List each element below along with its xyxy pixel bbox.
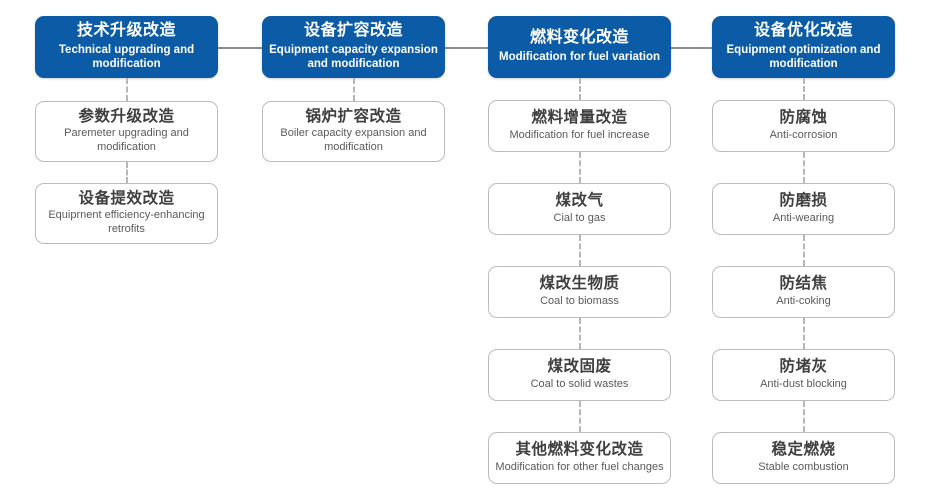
node-title-en: Equiprnent efficiency-enhancing retrofit… <box>48 209 205 236</box>
header-title-cn: 设备优化改造 <box>753 22 853 40</box>
node-boiler-capacity-expansion[interactable]: 锅炉扩容改造 Boiler capacity expansion and mod… <box>262 101 445 162</box>
header-title-en: Equipment capacity expansion and modific… <box>269 43 438 71</box>
header-box-technical-upgrading[interactable]: 技术升级改造 Technical upgrading and modificat… <box>35 16 218 78</box>
node-title-cn: 锅炉扩容改造 <box>305 108 402 126</box>
node-title-cn: 防堵灰 <box>779 358 828 376</box>
node-anti-wearing[interactable]: 防磨损 Anti-wearing <box>712 183 895 235</box>
node-anti-dust-blocking[interactable]: 防堵灰 Anti-dust blocking <box>712 349 895 401</box>
node-title-en: Coal to biomass <box>540 294 619 307</box>
node-title-cn: 稳定燃烧 <box>771 441 836 459</box>
connector-col1-child1-to-child2 <box>126 162 128 183</box>
header-title-cn: 燃料变化改造 <box>529 29 629 47</box>
node-title-en: Stable combustion <box>758 460 849 473</box>
header-title-cn: 设备扩容改造 <box>303 22 403 40</box>
connector-col4-child4-to-child5 <box>803 401 805 432</box>
node-title-en: Cial to gas <box>553 211 606 224</box>
node-title-cn: 防结焦 <box>779 275 828 293</box>
header-title-en: Modification for fuel variation <box>498 51 660 64</box>
connector-col4-child2-to-child3 <box>803 235 805 266</box>
node-title-en: Anti-coking <box>776 294 831 307</box>
connector-col1-head-to-child1 <box>126 78 128 101</box>
node-title-cn: 燃料增量改造 <box>531 109 628 127</box>
node-coal-to-biomass[interactable]: 煤改生物质 Coal to biomass <box>488 266 671 318</box>
connector-col4-head-to-child1 <box>803 78 805 100</box>
connector-col3-child2-to-child3 <box>579 235 581 266</box>
connector-header-1-to-2 <box>218 47 263 49</box>
node-title-cn: 煤改固废 <box>547 358 612 376</box>
header-box-fuel-variation[interactable]: 燃料变化改造 Modification for fuel variation <box>488 16 671 78</box>
header-box-equipment-optimization[interactable]: 设备优化改造 Equipment optimization and modifi… <box>712 16 895 78</box>
node-title-en: Anti-dust blocking <box>760 377 847 390</box>
node-title-en: Coal to solid wastes <box>530 377 629 390</box>
connector-header-3-to-4 <box>670 47 714 49</box>
node-title-cn: 煤改生物质 <box>539 275 620 293</box>
connector-col3-child3-to-child4 <box>579 318 581 349</box>
connector-header-2-to-3 <box>445 47 490 49</box>
node-title-cn: 其他燃料变化改造 <box>515 441 644 459</box>
node-title-en: Modification for fuel increase <box>509 128 650 141</box>
node-title-cn: 参数升级改造 <box>78 108 175 126</box>
connector-col3-child1-to-child2 <box>579 152 581 183</box>
node-anti-corrosion[interactable]: 防腐蚀 Anti-corrosion <box>712 100 895 152</box>
connector-col4-child1-to-child2 <box>803 152 805 183</box>
node-title-cn: 设备提效改造 <box>78 190 175 208</box>
header-box-equipment-capacity-expansion[interactable]: 设备扩容改造 Equipment capacity expansion and … <box>262 16 445 78</box>
node-title-en: Anti-wearing <box>772 211 835 224</box>
node-title-cn: 煤改气 <box>555 192 604 210</box>
node-title-en: Boiler capacity expansion and modificati… <box>280 127 427 154</box>
node-title-cn: 防腐蚀 <box>779 109 828 127</box>
connector-col3-child4-to-child5 <box>579 401 581 432</box>
node-anti-coking[interactable]: 防结焦 Anti-coking <box>712 266 895 318</box>
node-fuel-increase[interactable]: 燃料增量改造 Modification for fuel increase <box>488 100 671 152</box>
header-title-en: Technical upgrading and modification <box>58 43 195 71</box>
node-coal-to-gas[interactable]: 煤改气 Cial to gas <box>488 183 671 235</box>
node-coal-to-solid-wastes[interactable]: 煤改固废 Coal to solid wastes <box>488 349 671 401</box>
node-other-fuel-changes[interactable]: 其他燃料变化改造 Modification for other fuel cha… <box>488 432 671 484</box>
node-title-cn: 防磨损 <box>779 192 828 210</box>
node-title-en: Anti-corrosion <box>769 128 838 141</box>
connector-col2-head-to-child1 <box>353 78 355 101</box>
node-stable-combustion[interactable]: 稳定燃烧 Stable combustion <box>712 432 895 484</box>
connector-col3-head-to-child1 <box>579 78 581 100</box>
node-title-en: Modification for other fuel changes <box>495 460 664 473</box>
node-parameter-upgrading[interactable]: 参数升级改造 Paremeter upgrading and modificat… <box>35 101 218 162</box>
node-equipment-efficiency-retrofit[interactable]: 设备提效改造 Equiprnent efficiency-enhancing r… <box>35 183 218 244</box>
node-title-en: Paremeter upgrading and modification <box>64 127 189 154</box>
header-title-cn: 技术升级改造 <box>76 22 176 40</box>
header-title-en: Equipment optimization and modification <box>726 43 881 71</box>
connector-col4-child3-to-child4 <box>803 318 805 349</box>
